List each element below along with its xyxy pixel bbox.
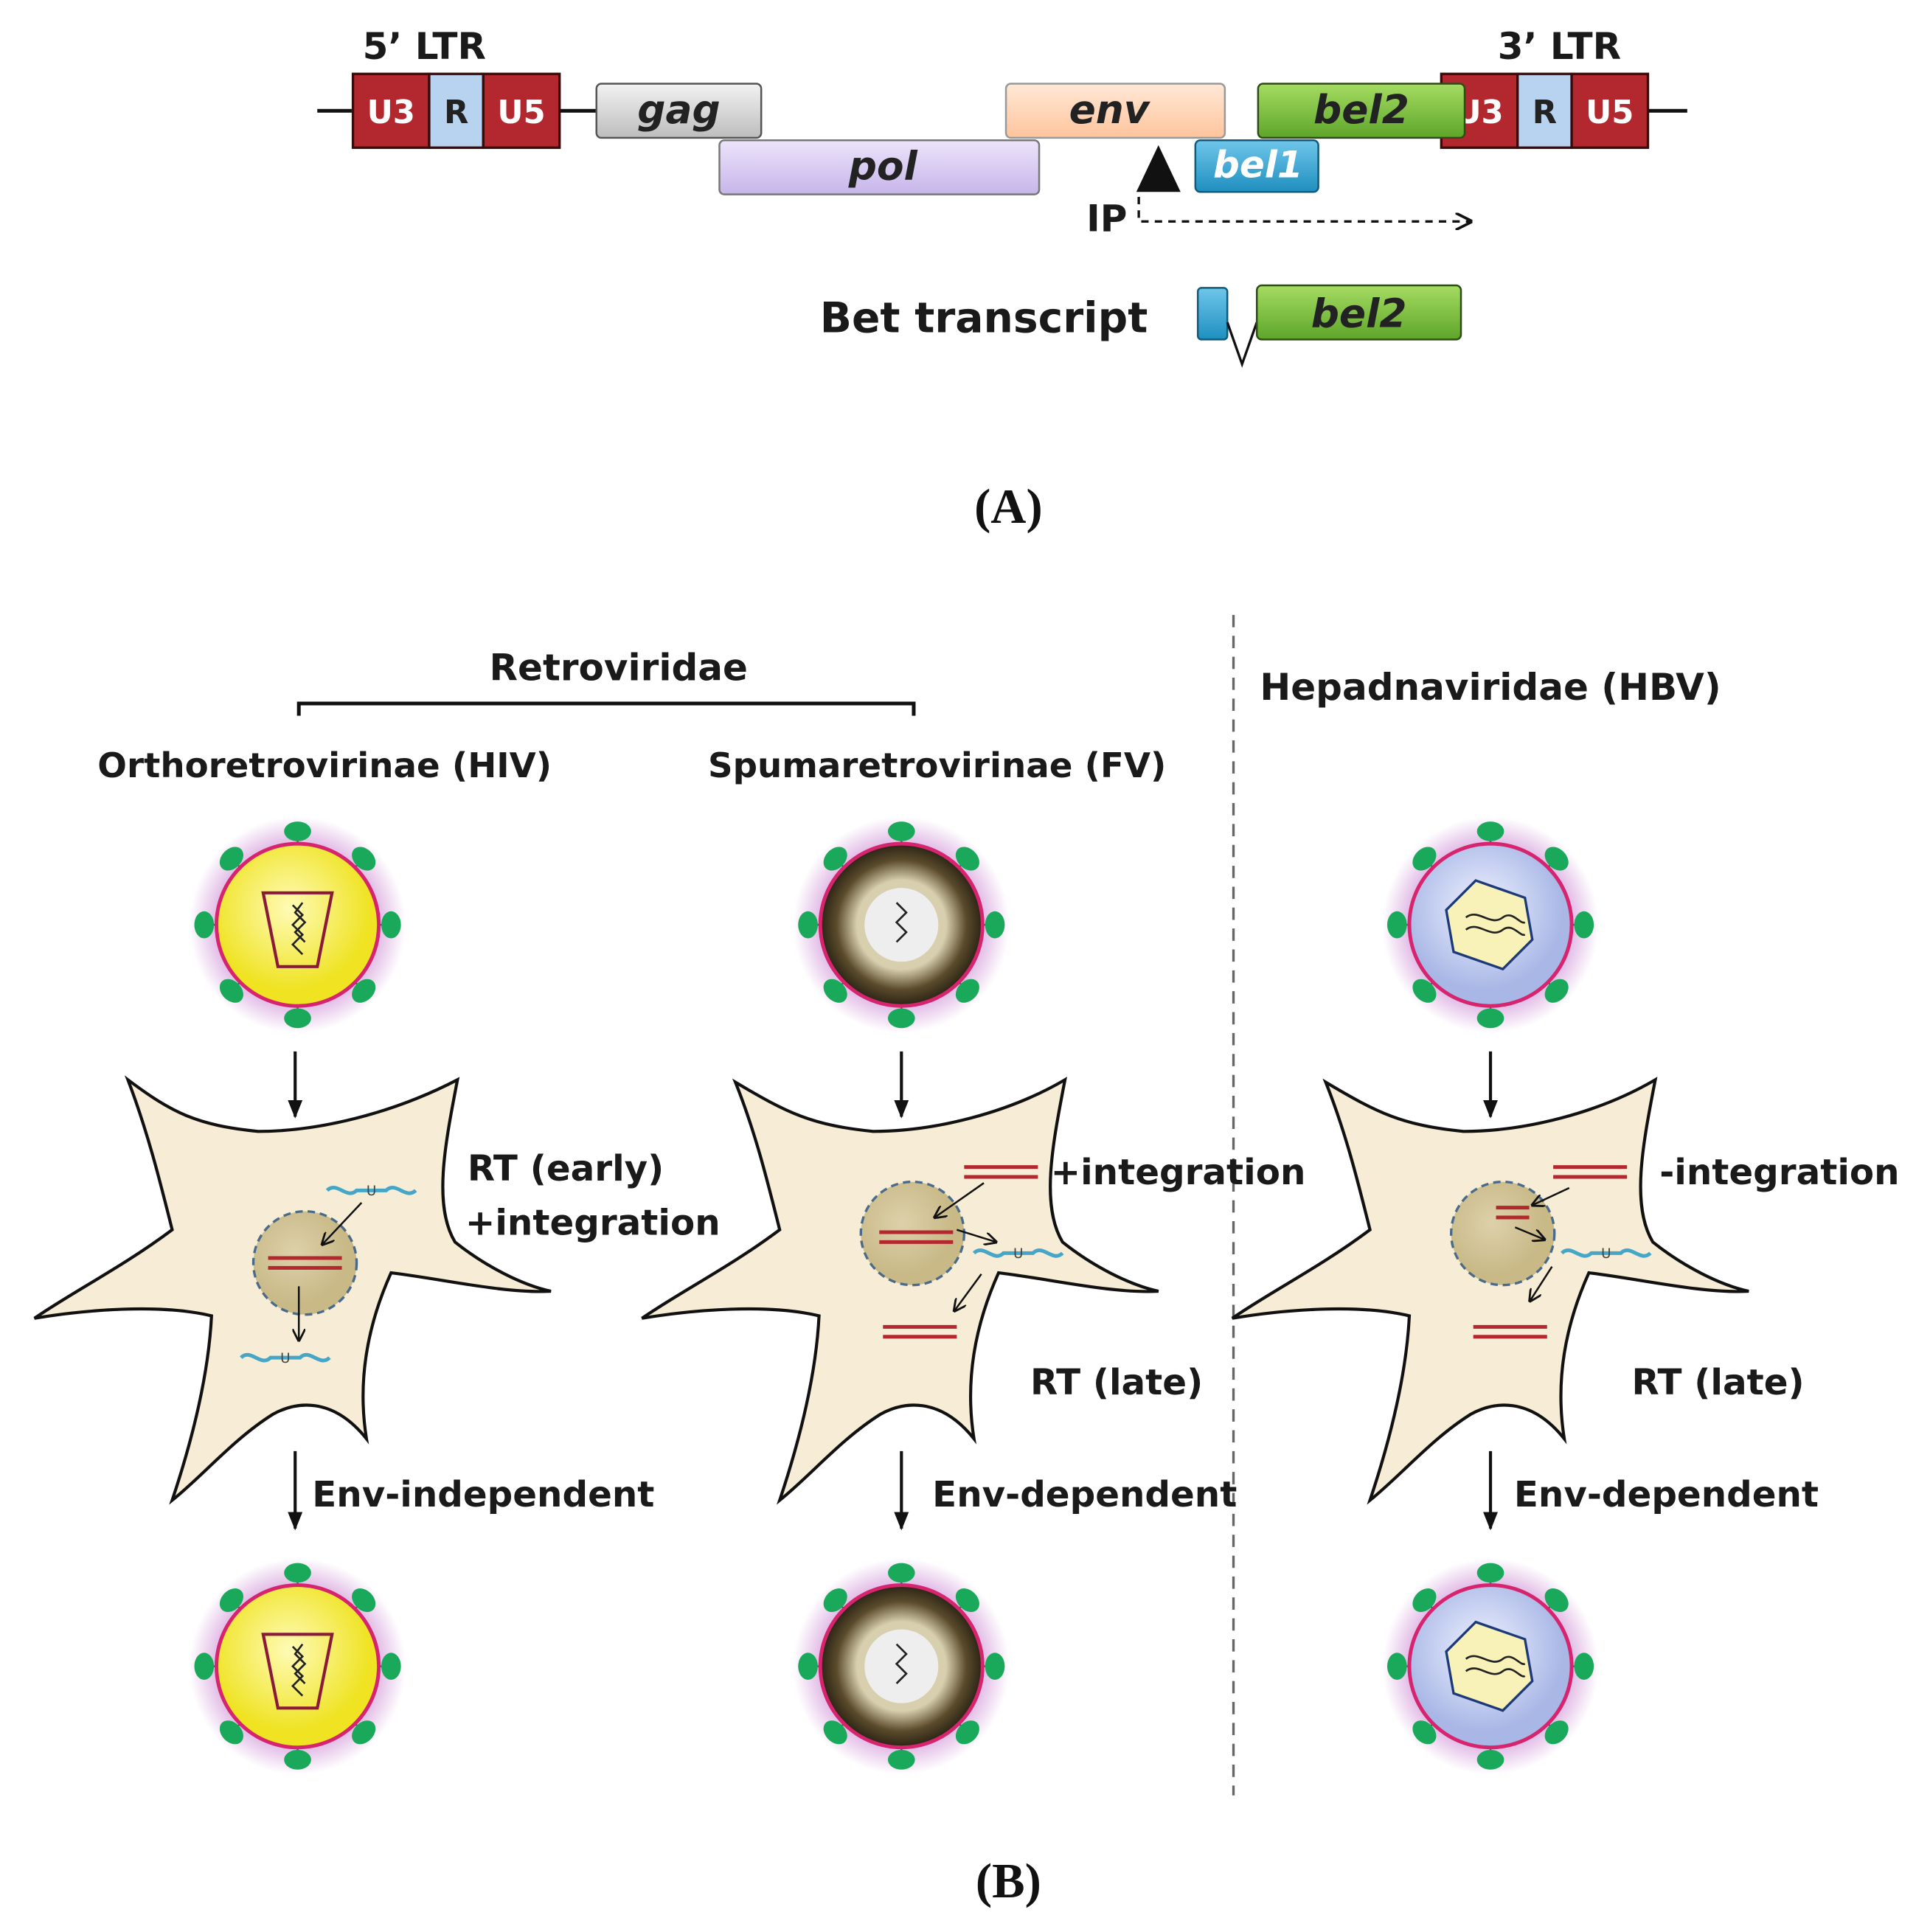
bel1-label: bel1 (1213, 143, 1303, 186)
gag-gene (595, 83, 763, 139)
ltr5-u3: U3 (367, 94, 415, 131)
ltr3-box: U3 R U5 (1440, 72, 1650, 149)
ltr5-r: R (444, 94, 468, 131)
retroviridae-bracket (296, 701, 916, 716)
pol-label: pol (848, 143, 918, 190)
panel-b: Retroviridae Hepadnaviridae (HBV) Orthor… (33, 614, 1900, 1908)
bet-exon1 (1196, 287, 1229, 341)
retroviridae-label: Retroviridae (490, 646, 748, 689)
fv-host-cell (641, 1077, 1159, 1505)
hiv-integration-label: +integration (465, 1202, 721, 1243)
ip-transcript-arrow-icon (1137, 196, 1471, 221)
hiv-virion-bottom (189, 1557, 406, 1775)
gag-label: gag (637, 86, 720, 133)
hbv-virion-top (1382, 816, 1599, 1033)
fv-virion-bottom (793, 1557, 1010, 1775)
ltr3-r: R (1533, 94, 1557, 131)
nucleus-icon (1450, 1180, 1556, 1287)
bel1-gene (1194, 139, 1319, 193)
bet-splice-icon (1226, 322, 1258, 368)
fv-virion-top (793, 816, 1010, 1033)
hbv-virion-bottom (1382, 1557, 1599, 1775)
nucleus-icon (251, 1210, 358, 1316)
hbv-rt-late-label: RT (late) (1631, 1362, 1804, 1403)
hiv-virion-top (189, 816, 406, 1033)
fv-rt-late-label: RT (late) (1030, 1362, 1203, 1403)
panel-a-label: (A) (974, 480, 1043, 534)
fv-integration-label: +integration (1051, 1152, 1306, 1193)
ltr3-u5: U5 (1586, 94, 1634, 131)
ip-label: IP (1086, 198, 1127, 240)
env-gene (1004, 83, 1226, 139)
bet-bel2-label: bel2 (1311, 291, 1407, 337)
env-label: env (1069, 86, 1151, 133)
hiv-release-label: Env-independent (312, 1474, 654, 1515)
ip-promoter-triangle-icon (1136, 145, 1181, 192)
pol-gene (718, 139, 1041, 195)
panel-a: 5’ LTR 3’ LTR U3 R U5 U3 R U5 gag pol en… (317, 25, 1687, 534)
panel-b-label: (B) (976, 1855, 1041, 1908)
ltr5-box: U3 R U5 (351, 72, 561, 149)
bel2-gene (1257, 83, 1466, 139)
hiv-host-cell (33, 1075, 552, 1505)
hbv-release-label: Env-dependent (1514, 1474, 1819, 1515)
hiv-column-title: Orthoretrovirinae (HIV) (97, 746, 552, 786)
ltr5-label: 5’ LTR (363, 25, 486, 68)
ltr3-label: 3’ LTR (1498, 25, 1621, 68)
bel2-label: bel2 (1313, 86, 1409, 133)
fv-column-title: Spumaretrovirinae (FV) (708, 746, 1166, 786)
bet-transcript-label: Bet transcript (820, 293, 1148, 342)
hiv-rt-early-label: RT (early) (468, 1148, 664, 1189)
bet-exon2 (1255, 284, 1462, 341)
fv-release-label: Env-dependent (932, 1474, 1237, 1515)
hepadnaviridae-label: Hepadnaviridae (HBV) (1260, 666, 1721, 709)
hbv-host-cell (1231, 1077, 1749, 1505)
ltr5-u5: U5 (497, 94, 545, 131)
hbv-integration-label: -integration (1659, 1152, 1899, 1193)
